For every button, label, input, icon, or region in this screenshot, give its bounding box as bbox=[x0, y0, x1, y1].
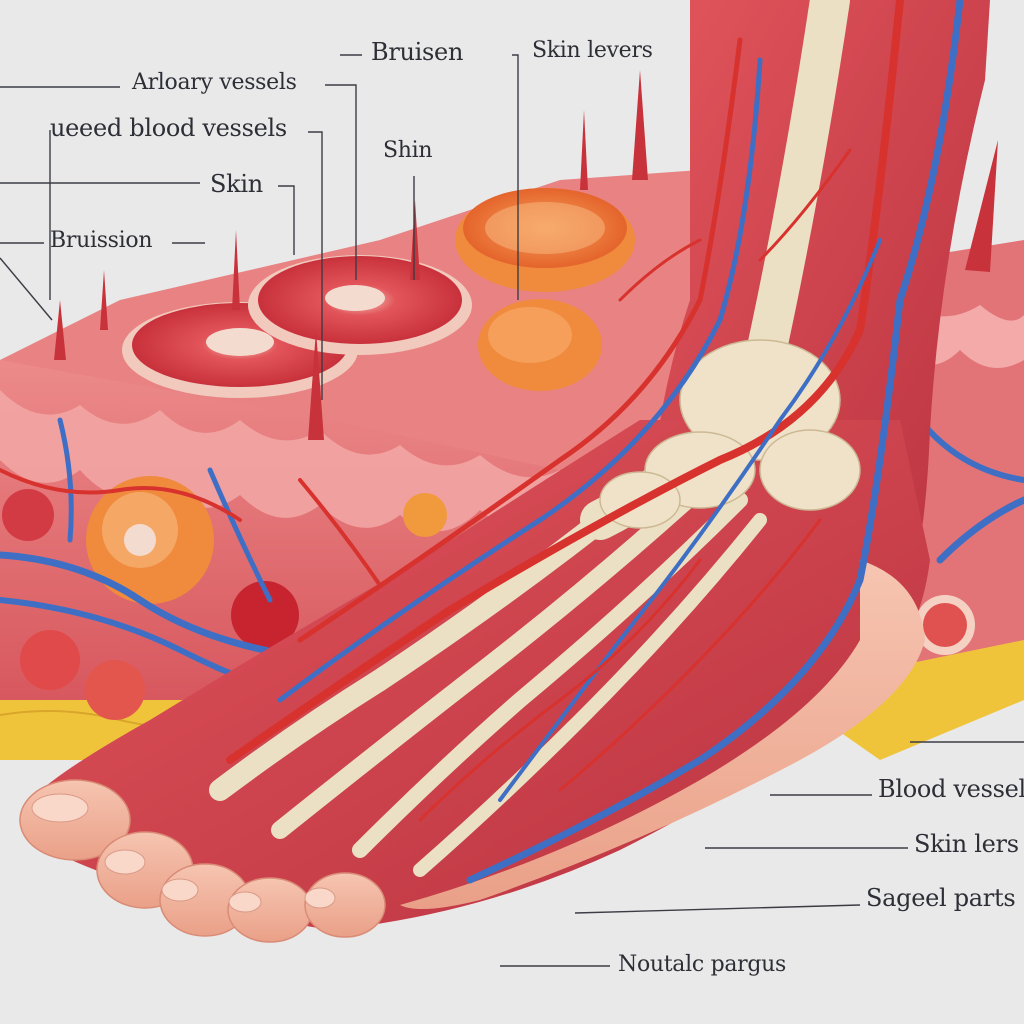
leader-lines bbox=[0, 54, 1024, 967]
label-noutalc-pargus: Noutalc pargus bbox=[618, 952, 787, 977]
label-shin: Shin bbox=[383, 138, 433, 163]
tissue-slice-medium bbox=[248, 255, 472, 355]
orange-cross-section bbox=[455, 188, 635, 292]
label-skin-levers: Skin levers bbox=[532, 38, 653, 63]
toenails bbox=[31, 793, 336, 913]
ankle-bones bbox=[599, 339, 861, 529]
label-bruission: Bruission bbox=[50, 228, 153, 253]
label-used-blood-vessels: ueeed blood vessels bbox=[50, 114, 287, 142]
label-skin: Skin bbox=[210, 170, 263, 198]
foot-vessels bbox=[226, 0, 964, 884]
foot-and-leg bbox=[19, 0, 990, 943]
label-bruisen: Bruisen bbox=[371, 38, 464, 66]
embedded-structures bbox=[2, 476, 975, 720]
label-arloary-vessels: Arloary vessels bbox=[132, 70, 297, 95]
label-skin-lers: Skin lers bbox=[914, 830, 1019, 858]
label-sageel-parts: Sageel parts bbox=[866, 884, 1016, 912]
orange-nodule bbox=[478, 299, 602, 391]
hair-spikes bbox=[54, 70, 998, 440]
label-blood-vessels: Blood vessels bbox=[878, 775, 1024, 803]
